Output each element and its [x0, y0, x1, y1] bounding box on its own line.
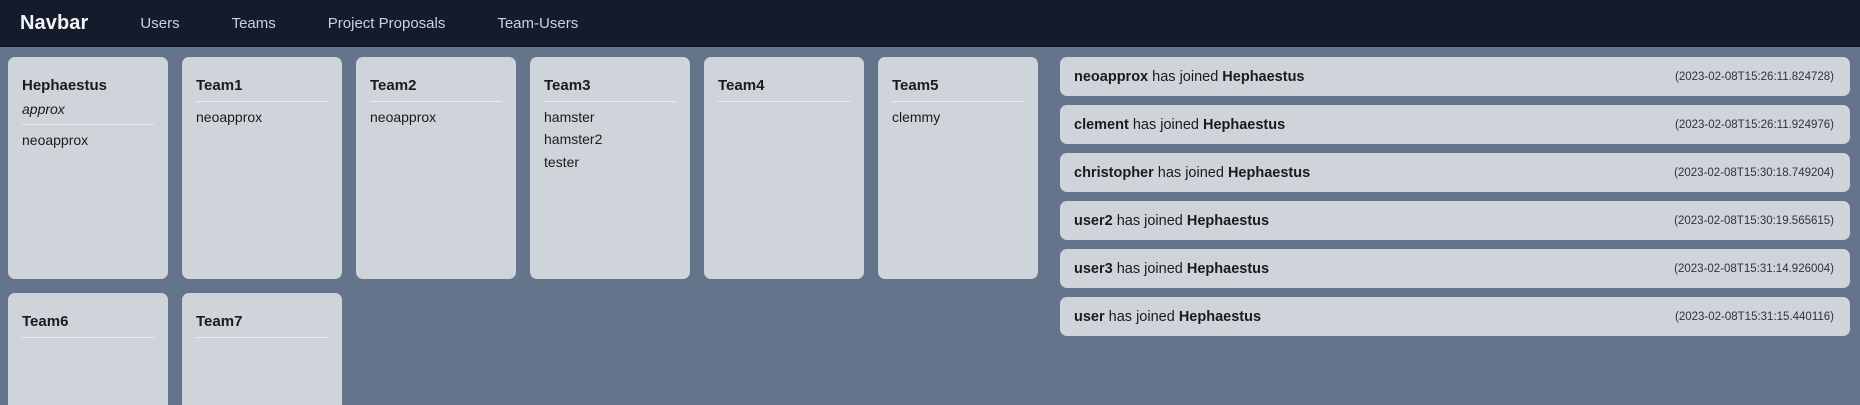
notification-message: neoapprox has joined Hephaestus — [1074, 69, 1305, 85]
team-card-divider — [892, 100, 1024, 102]
team-card[interactable]: Team1 neoapprox — [182, 57, 342, 279]
team-card-title: Team3 — [544, 77, 591, 94]
team-card[interactable]: Team4 — [704, 57, 864, 279]
team-card-title: Team5 — [892, 77, 939, 94]
team-member: neoapprox — [370, 108, 437, 125]
notification-timestamp: (2023-02-08T15:30:18.749204) — [1674, 166, 1834, 179]
team-card-divider — [718, 100, 850, 102]
nav-link-team-users[interactable]: Team-Users — [497, 14, 579, 32]
notification-item[interactable]: clement has joined Hephaestus (2023-02-08… — [1060, 105, 1850, 144]
notification-message: christopher has joined Hephaestus — [1074, 165, 1310, 181]
team-card[interactable]: Hephaestus approx neoapprox — [8, 57, 168, 279]
team-card-title: Hephaestus — [22, 77, 108, 94]
notification-action: has joined — [1132, 116, 1199, 133]
team-member: neoapprox — [22, 132, 89, 149]
nav-link-project-proposals[interactable]: Project Proposals — [327, 14, 446, 32]
notification-item[interactable]: user has joined Hephaestus (2023-02-08T15… — [1060, 297, 1850, 336]
navbar-brand[interactable]: Navbar — [20, 11, 89, 34]
notification-item[interactable]: christopher has joined Hephaestus (2023-0… — [1060, 153, 1850, 192]
notification-user: user3 — [1074, 260, 1113, 277]
team-card-divider — [22, 124, 154, 126]
notification-timestamp: (2023-02-08T15:31:14.926004) — [1674, 262, 1834, 275]
team-card[interactable]: Team3 hamster hamster2 tester — [530, 57, 690, 279]
notification-user: neoapprox — [1074, 68, 1149, 85]
team-card[interactable]: Team2 neoapprox — [356, 57, 516, 279]
team-card-title: Team4 — [718, 77, 765, 94]
team-card-divider — [370, 100, 502, 102]
notification-timestamp: (2023-02-08T15:26:11.824728) — [1675, 70, 1834, 83]
notification-item[interactable]: user2 has joined Hephaestus (2023-02-08T1… — [1060, 201, 1850, 240]
notification-timestamp: (2023-02-08T15:26:11.924976) — [1675, 118, 1834, 131]
team-card-title: Team7 — [196, 313, 243, 330]
notification-action: has joined — [1116, 260, 1183, 277]
team-member: hamster2 — [544, 131, 603, 148]
team-member: neoapprox — [196, 108, 263, 125]
notification-target: Hephaestus — [1186, 212, 1270, 229]
notification-message: user2 has joined Hephaestus — [1074, 213, 1269, 229]
notification-item[interactable]: user3 has joined Hephaestus (2023-02-08T1… — [1060, 249, 1850, 288]
team-member: hamster — [544, 108, 595, 125]
team-card-title: Team6 — [22, 313, 69, 330]
team-member: tester — [544, 154, 580, 171]
notification-target: Hephaestus — [1227, 164, 1311, 181]
navbar: Navbar Users Teams Project Proposals Tea… — [0, 0, 1860, 47]
notification-user: user2 — [1074, 212, 1113, 229]
notification-action: has joined — [1116, 212, 1183, 229]
notification-timestamp: (2023-02-08T15:30:19.565615) — [1674, 214, 1834, 227]
notification-target: Hephaestus — [1202, 116, 1286, 133]
notification-user: christopher — [1074, 164, 1154, 181]
notification-user: clement — [1074, 116, 1129, 133]
notification-timestamp: (2023-02-08T15:31:15.440116) — [1675, 310, 1834, 323]
notification-target: Hephaestus — [1186, 260, 1270, 277]
team-card[interactable]: Team7 — [182, 293, 342, 405]
notification-message: user has joined Hephaestus — [1074, 309, 1261, 325]
notification-message: clement has joined Hephaestus — [1074, 117, 1285, 133]
nav-link-users[interactable]: Users — [140, 14, 180, 32]
team-member: clemmy — [892, 108, 941, 125]
team-card[interactable]: Team5 clemmy — [878, 57, 1038, 279]
team-card-title: Team2 — [370, 77, 417, 94]
nav-link-teams[interactable]: Teams — [231, 14, 276, 32]
notification-item[interactable]: neoapprox has joined Hephaestus (2023-02-… — [1060, 57, 1850, 96]
notification-target: Hephaestus — [1178, 308, 1262, 325]
team-card-title: Team1 — [196, 77, 243, 94]
team-card-divider — [196, 336, 328, 338]
team-card-divider — [22, 336, 154, 338]
notification-action: has joined — [1157, 164, 1224, 181]
notification-target: Hephaestus — [1222, 68, 1305, 85]
team-card[interactable]: Team6 — [8, 293, 168, 405]
team-card-divider — [544, 100, 676, 102]
notifications-panel: neoapprox has joined Hephaestus (2023-02-… — [1060, 57, 1850, 405]
notification-user: user — [1074, 308, 1105, 325]
team-card-subtitle: approx — [22, 100, 65, 117]
notification-action: has joined — [1108, 308, 1175, 325]
notification-action: has joined — [1152, 68, 1219, 85]
team-card-divider — [196, 100, 328, 102]
notification-message: user3 has joined Hephaestus — [1074, 261, 1269, 277]
